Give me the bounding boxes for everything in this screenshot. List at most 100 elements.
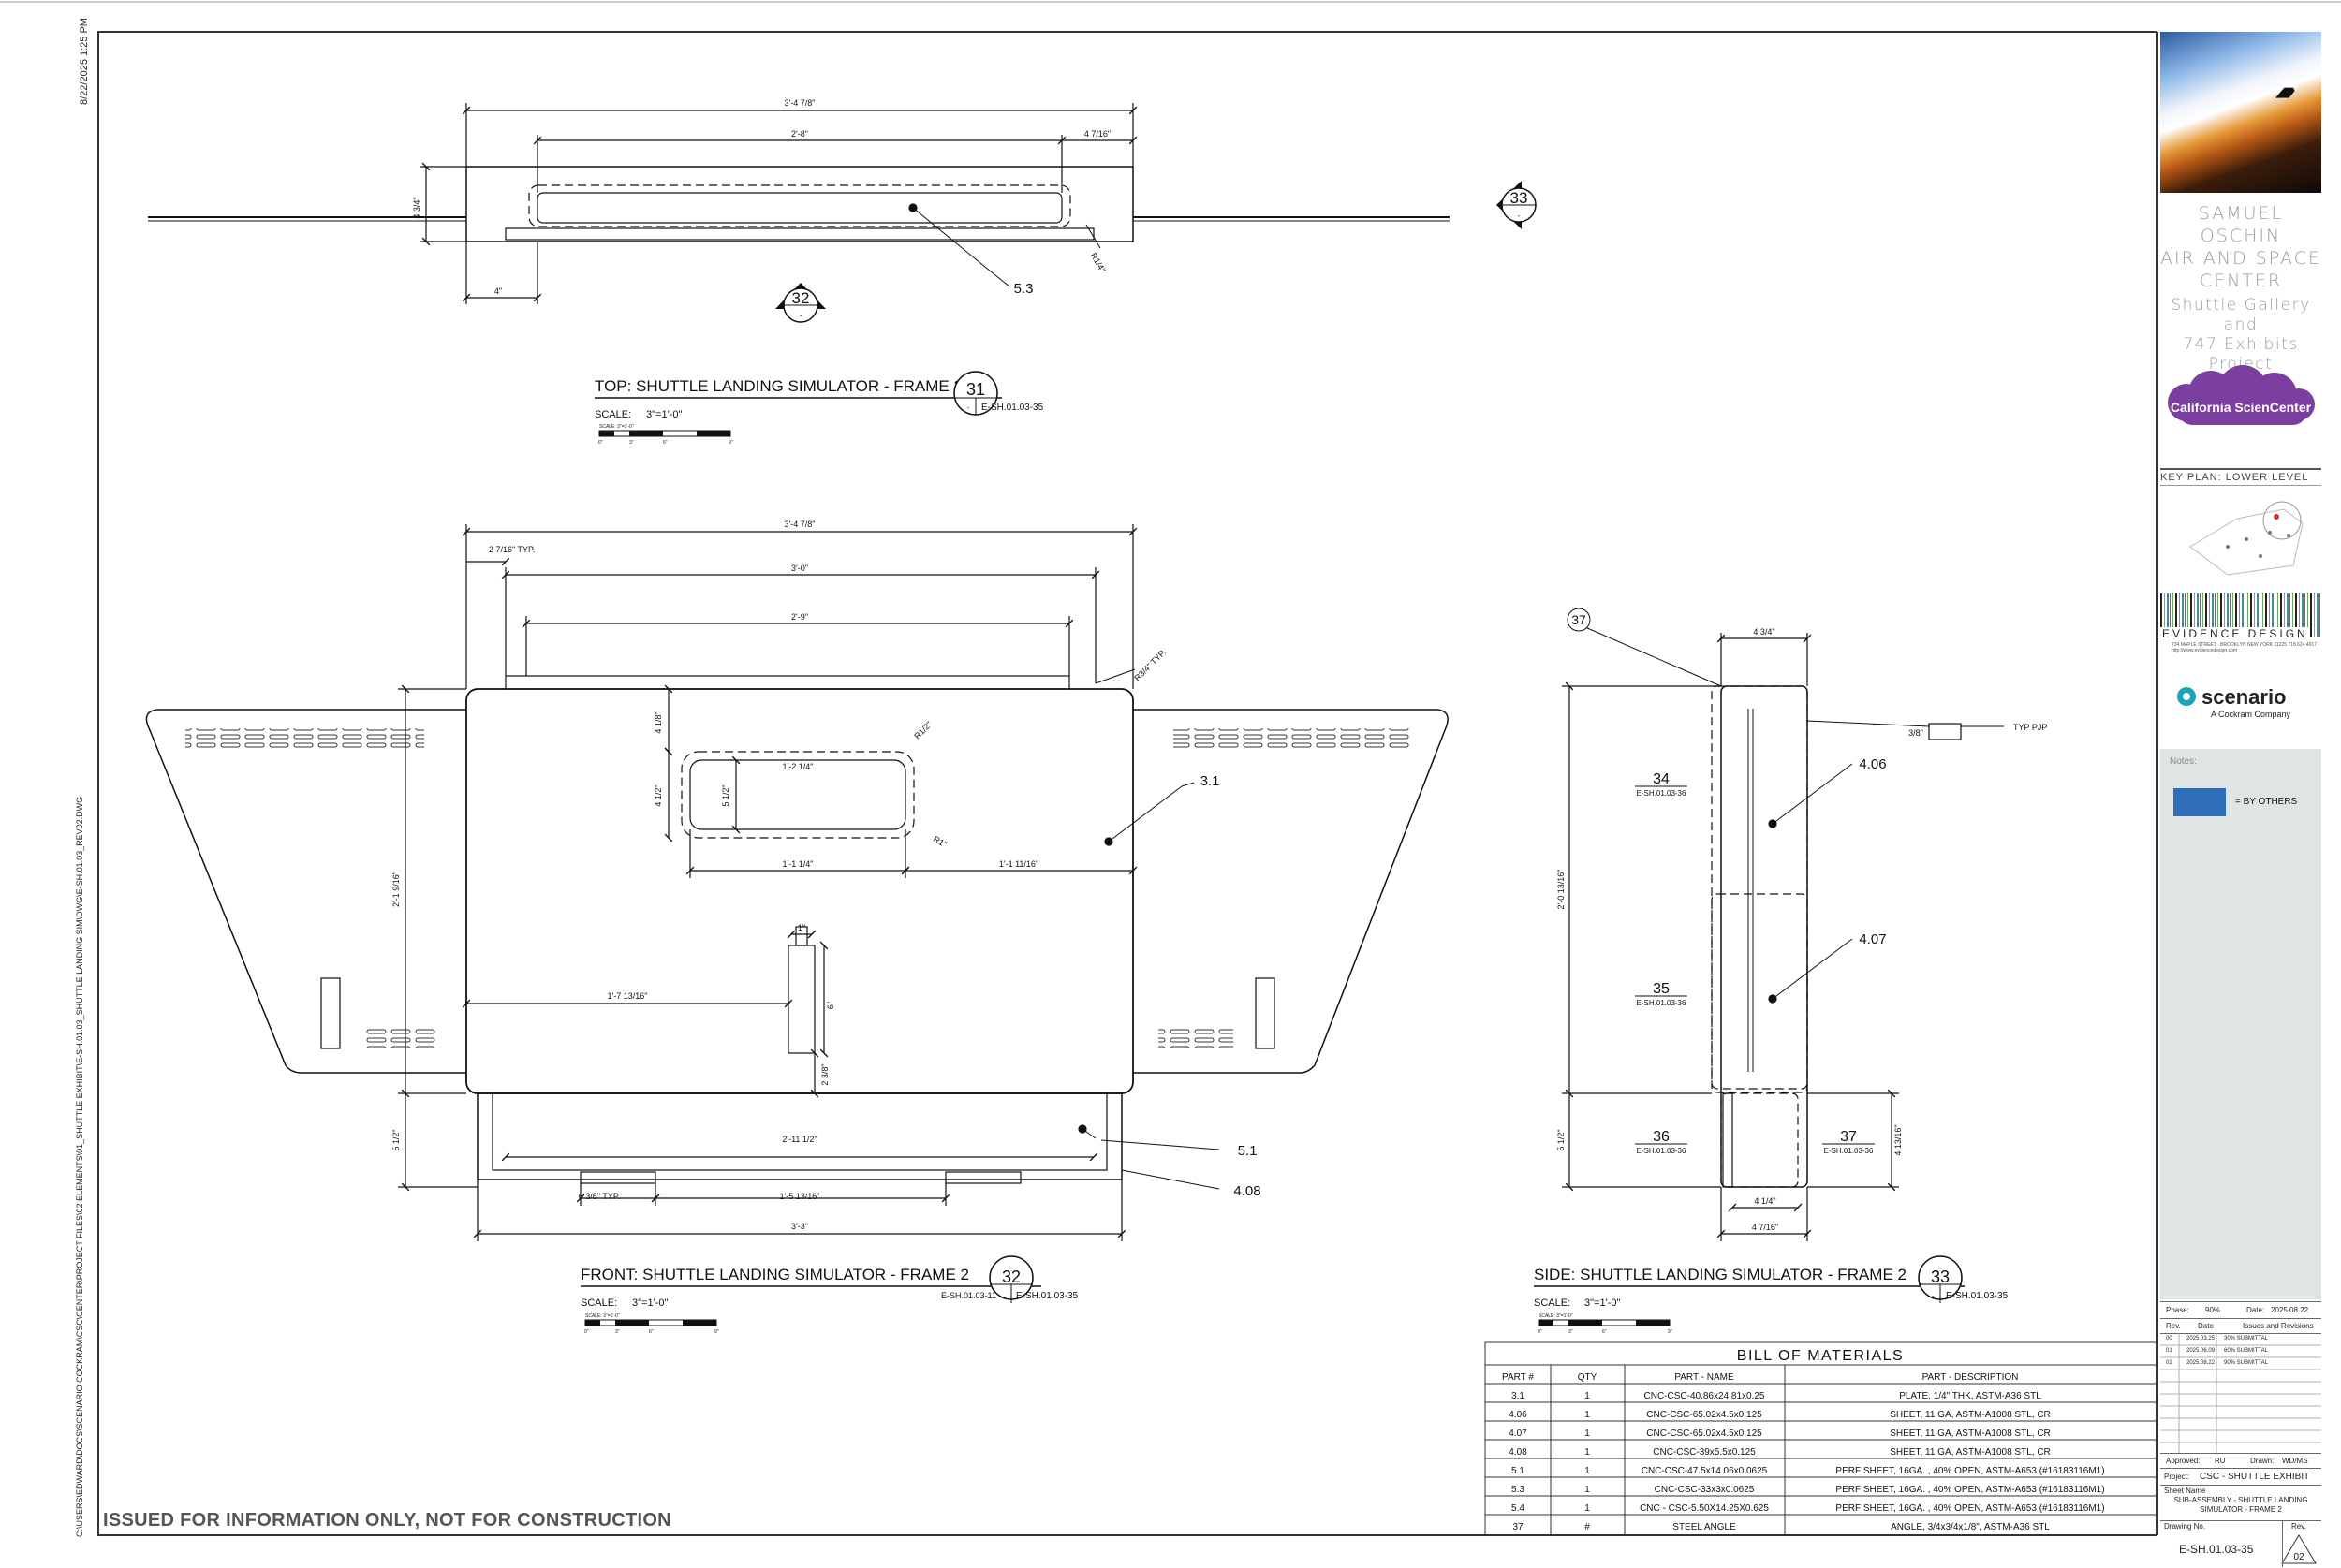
svg-text:E-SH.01.03-35: E-SH.01.03-35 — [1016, 1291, 1079, 1301]
svg-text:32: 32 — [1002, 1268, 1021, 1286]
svg-text:33: 33 — [1510, 189, 1528, 207]
svg-text:9": 9" — [714, 1329, 719, 1335]
dim-front-3-0: 3'-0" — [791, 564, 808, 573]
key-plan-map — [2189, 501, 2304, 576]
bom-cell: SHEET, 11 GA, ASTM-A1008 STL, CR — [1890, 1447, 2051, 1458]
dim-front-3-3: 3'-3" — [791, 1222, 808, 1231]
callout-4-07: 4.07 — [1859, 931, 1886, 947]
svg-text:33: 33 — [1931, 1268, 1950, 1286]
shuttle-icon — [2273, 84, 2296, 103]
dim-front-1: 1" — [798, 923, 805, 932]
dim-front-6-3-8: 6 3/8" TYP. — [579, 1192, 620, 1201]
callout-5-3: 5.3 — [1014, 281, 1034, 297]
svg-text:9": 9" — [1668, 1329, 1672, 1335]
bom-cell: CNC-CSC-40.86x24.81x0.25 — [1644, 1391, 1765, 1401]
svg-text:scenario: scenario — [2201, 685, 2287, 709]
svg-text:SCALE:: SCALE: — [1534, 1297, 1570, 1309]
svg-text:FRONT: SHUTTLE LANDING SIMULAT: FRONT: SHUTTLE LANDING SIMULATOR - FRAME… — [581, 1266, 969, 1283]
key-plan-label: KEY PLAN: LOWER LEVEL — [2160, 468, 2321, 486]
side-view-dims: 4 3/4" 3/8" TYP PJP 2'-0 13/16" 5 1/2" 4… — [1556, 627, 2047, 1232]
dim-front-1-2-1-4: 1'-2 1/4" — [783, 762, 814, 771]
dim-front-4-1-2: 4 1/2" — [654, 784, 663, 806]
bom-cell: 1 — [1584, 1391, 1590, 1401]
svg-text:6": 6" — [649, 1329, 654, 1335]
bom-cell: 1 — [1584, 1503, 1590, 1514]
svg-text:E-SH.01.03-36: E-SH.01.03-36 — [1637, 789, 1686, 798]
dim-front-2-3-8: 2 3/8" — [820, 1063, 830, 1085]
bom-cell: 4.08 — [1509, 1447, 1527, 1458]
callout-4-06: 4.06 — [1859, 756, 1886, 772]
dim-top-height: 4 3/4" — [412, 197, 421, 218]
bom-cell: SHEET, 11 GA, ASTM-A1008 STL, CR — [1890, 1429, 2051, 1439]
bom-cell: 1 — [1584, 1447, 1590, 1458]
dim-front-typ: 2 7/16" TYP. — [489, 545, 535, 554]
top-view — [148, 103, 1450, 304]
svg-text:3": 3" — [629, 440, 634, 446]
bom-text: BILL OF MATERIALS PART # QTY PART - NAME… — [1502, 1348, 2105, 1532]
svg-text:0": 0" — [1538, 1329, 1542, 1335]
dim-top-left: 4" — [494, 286, 502, 296]
bom-cell: SHEET, 11 GA, ASTM-A1008 STL, CR — [1890, 1410, 2051, 1420]
bom-cell: PERF SHEET, 16GA. , 40% OPEN, ASTM-A653 … — [1835, 1503, 2104, 1514]
evidence-design-address: 734 MAPLE STREET · BROOKLYN NEW YORK 112… — [2172, 642, 2320, 653]
dim-front-r12: R1/2" — [912, 720, 934, 741]
bom-cell: CNC - CSC-5.50X14.25X0.625 — [1640, 1503, 1769, 1514]
dim-side-typ-pjp: TYP PJP — [2013, 723, 2047, 732]
notes-area: Notes: = BY OTHERS — [2160, 749, 2321, 1299]
svg-text:A Cockram Company: A Cockram Company — [2211, 710, 2291, 719]
dim-top-radius: R1/4" — [1089, 251, 1108, 273]
bom-cell: CNC-CSC-39x5.5x0.125 — [1653, 1447, 1756, 1458]
disclaimer: ISSUED FOR INFORMATION ONLY, NOT FOR CON… — [103, 1510, 671, 1531]
svg-text:3"=1'-0": 3"=1'-0" — [646, 409, 682, 420]
svg-text:E-SH.01.03-36: E-SH.01.03-36 — [1637, 1147, 1686, 1155]
svg-text:E-SH.01.03-36: E-SH.01.03-36 — [1637, 999, 1686, 1007]
bom-cell: CNC-CSC-65.02x4.5x0.125 — [1646, 1410, 1762, 1420]
svg-text:9": 9" — [729, 440, 733, 446]
dim-side-bot1: 4 1/4" — [1754, 1196, 1775, 1206]
elevation-marker-33: 33 - — [1496, 181, 1537, 229]
svg-text:02: 02 — [2293, 1552, 2304, 1562]
side-view-title: SIDE: SHUTTLE LANDING SIMULATOR - FRAME … — [1534, 1255, 2009, 1309]
callout-3-1: 3.1 — [1200, 773, 1220, 789]
bom-cell: PERF SHEET, 16GA. , 40% OPEN, ASTM-A653 … — [1835, 1485, 2104, 1495]
dim-front-2-9: 2'-9" — [791, 612, 808, 622]
bom-header: PART - NAME — [1674, 1372, 1734, 1383]
dim-front-1-5-13-16: 1'-5 13/16" — [780, 1192, 820, 1201]
svg-text:-: - — [1518, 212, 1521, 220]
callout-37-leader: 37 — [1567, 608, 1591, 632]
svg-text:-: - — [800, 312, 802, 320]
callout-4-08: 4.08 — [1233, 1183, 1260, 1199]
by-others-label: = BY OTHERS — [2235, 797, 2298, 807]
revision-triangle: 02 — [2281, 1534, 2317, 1564]
by-others-swatch — [2173, 788, 2226, 816]
top-scale-bar: SCALE: 3"=1'-0" 0" 3" 6" 9" — [598, 424, 733, 446]
bom-cell: 1 — [1584, 1485, 1590, 1495]
dim-side-right: 4 13/16" — [1893, 1124, 1903, 1155]
svg-text:31: 31 — [966, 380, 985, 399]
dim-side-top: 4 3/4" — [1753, 627, 1774, 637]
dim-side-height: 2'-0 13/16" — [1556, 870, 1566, 910]
svg-text:3"=1'-0": 3"=1'-0" — [632, 1297, 668, 1309]
bom-cell: # — [1584, 1522, 1590, 1532]
file-path: C:\USERS\EDWARD\DOCS\SCENARIO COCKRAM\CS… — [75, 796, 84, 1537]
bom-cell: 1 — [1584, 1410, 1590, 1420]
svg-text:3"=1'-0": 3"=1'-0" — [1584, 1297, 1620, 1309]
dim-front-5-1-2-b: 5 1/2" — [391, 1129, 401, 1150]
bom-header: PART # — [1502, 1372, 1534, 1383]
callout-5-1: 5.1 — [1238, 1143, 1258, 1159]
svg-text:34: 34 — [1653, 771, 1670, 787]
svg-text:35: 35 — [1653, 981, 1670, 997]
dim-front-5-1-2: 5 1/2" — [721, 784, 730, 806]
svg-text:36: 36 — [1653, 1129, 1670, 1145]
svg-text:-: - — [1932, 1292, 1935, 1300]
bom-cell: 3.1 — [1511, 1391, 1524, 1401]
bom-cell: 4.06 — [1509, 1410, 1527, 1420]
dim-front-overall: 3'-4 7/8" — [785, 520, 816, 529]
bom-header: QTY — [1578, 1372, 1597, 1383]
svg-text:E-SH.01.03-11: E-SH.01.03-11 — [941, 1291, 996, 1300]
bom-header: PART - DESCRIPTION — [1922, 1372, 2019, 1383]
bom-cell: 5.3 — [1511, 1485, 1524, 1495]
svg-text:37: 37 — [1571, 612, 1586, 627]
